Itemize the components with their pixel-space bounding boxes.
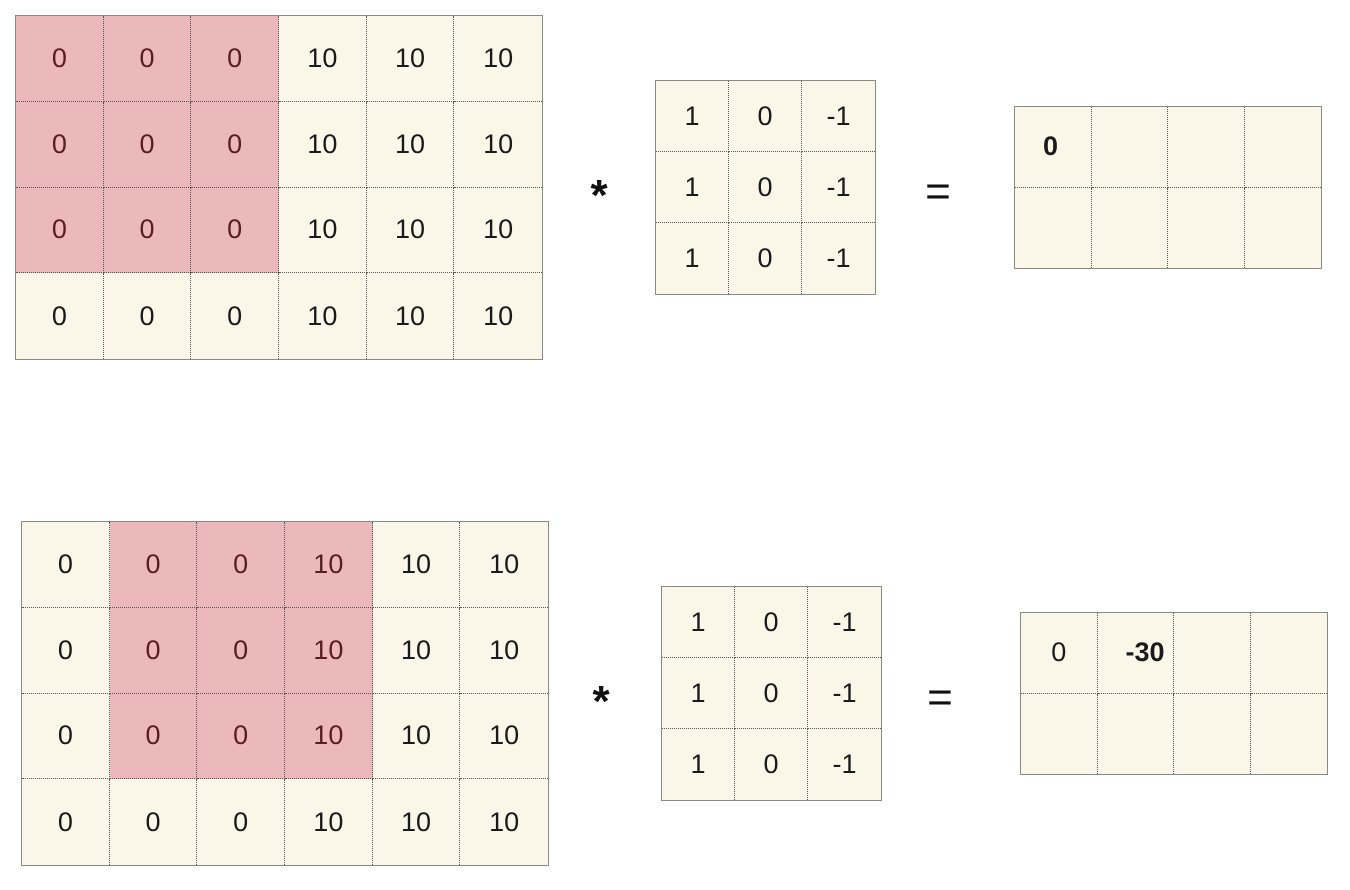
equals-operator: = (925, 167, 951, 216)
input-cell: 0 (16, 16, 104, 102)
convolution-operator: * (590, 171, 608, 220)
input-cell: 10 (284, 607, 373, 694)
input-cell: 0 (109, 522, 198, 608)
output-cell (1174, 613, 1251, 694)
input-cell: 10 (460, 693, 548, 780)
kernel-cell: -1 (802, 223, 875, 294)
kernel-cell: 1 (656, 81, 729, 152)
kernel-cell: 0 (729, 152, 802, 223)
output-matrix-step-2: 0-30 (1020, 612, 1328, 775)
output-matrix-step-1: 0 (1014, 106, 1322, 269)
input-cell: 0 (191, 187, 279, 274)
input-cell: 10 (460, 779, 548, 865)
input-cell: 0 (191, 101, 279, 188)
input-cell: 0 (197, 693, 285, 780)
output-cell (1174, 693, 1251, 774)
input-cell: 0 (16, 101, 104, 188)
output-cell (1091, 107, 1168, 188)
kernel-cell: 1 (662, 658, 735, 729)
kernel-cell: 0 (735, 587, 808, 658)
kernel-cell: 1 (662, 729, 735, 800)
kernel-cell: -1 (808, 729, 881, 800)
input-cell: 0 (191, 16, 279, 102)
kernel-cell: 0 (735, 658, 808, 729)
input-cell: 10 (454, 101, 542, 188)
input-cell: 10 (284, 693, 373, 780)
input-cell: 10 (366, 273, 455, 359)
input-cell: 10 (366, 16, 455, 102)
equals-operator: = (927, 673, 953, 722)
kernel-cell: 0 (729, 81, 802, 152)
kernel-cell: 1 (656, 223, 729, 294)
input-cell: 0 (22, 693, 110, 780)
output-cell (1244, 107, 1321, 188)
output-cell (1021, 693, 1098, 774)
input-cell: 0 (197, 522, 285, 608)
input-cell: 0 (103, 16, 192, 102)
output-cell (1091, 187, 1168, 268)
input-cell: 10 (454, 16, 542, 102)
output-cell (1244, 187, 1321, 268)
input-cell: 0 (191, 273, 279, 359)
input-cell: 0 (22, 779, 110, 865)
kernel-cell: 1 (656, 152, 729, 223)
input-cell: 0 (16, 273, 104, 359)
kernel-cell: -1 (802, 152, 875, 223)
output-cell (1168, 107, 1245, 188)
input-cell: 0 (109, 779, 198, 865)
input-cell: 10 (460, 522, 548, 608)
output-cell (1250, 613, 1327, 694)
input-cell: 0 (109, 693, 198, 780)
input-cell: 10 (372, 779, 461, 865)
input-cell: 10 (278, 273, 367, 359)
input-cell: 10 (278, 16, 367, 102)
input-cell: 10 (278, 187, 367, 274)
input-cell: 10 (278, 101, 367, 188)
output-cell (1168, 187, 1245, 268)
input-cell: 0 (103, 273, 192, 359)
output-cell: 0 (1015, 107, 1092, 188)
input-cell: 10 (366, 101, 455, 188)
kernel-cell: -1 (808, 658, 881, 729)
input-cell: 10 (460, 607, 548, 694)
input-cell: 10 (372, 522, 461, 608)
kernel-cell: -1 (808, 587, 881, 658)
output-cell: -30 (1097, 613, 1174, 694)
input-cell: 10 (366, 187, 455, 274)
kernel-cell: -1 (802, 81, 875, 152)
output-cell: 0 (1021, 613, 1098, 694)
input-cell: 10 (372, 693, 461, 780)
kernel-cell: 1 (662, 587, 735, 658)
output-cell (1250, 693, 1327, 774)
kernel-cell: 0 (729, 223, 802, 294)
convolution-operator: * (592, 677, 610, 726)
input-cell: 0 (197, 607, 285, 694)
input-cell: 10 (284, 779, 373, 865)
output-cell (1015, 187, 1092, 268)
input-cell: 0 (22, 607, 110, 694)
input-cell: 10 (284, 522, 373, 608)
input-cell: 0 (103, 101, 192, 188)
input-cell: 0 (109, 607, 198, 694)
input-cell: 0 (103, 187, 192, 274)
input-cell: 10 (454, 273, 542, 359)
input-cell: 0 (16, 187, 104, 274)
input-cell: 0 (22, 522, 110, 608)
kernel-cell: 0 (735, 729, 808, 800)
input-cell: 0 (197, 779, 285, 865)
output-cell (1097, 693, 1174, 774)
input-cell: 10 (372, 607, 461, 694)
input-cell: 10 (454, 187, 542, 274)
